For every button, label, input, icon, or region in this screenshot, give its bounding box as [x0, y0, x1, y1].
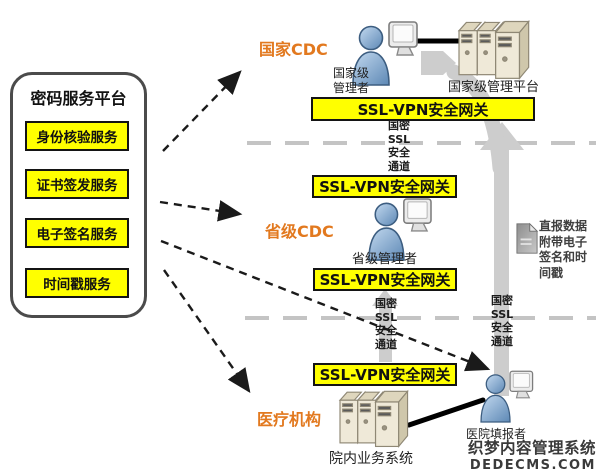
report-document-icon — [516, 222, 538, 255]
service-identity-verify: 身份核验服务 — [25, 121, 129, 151]
national-cdc-title: 国家CDC — [259, 40, 328, 59]
hospital-server-stack-icon — [326, 386, 418, 450]
connector-system-reporter — [406, 397, 486, 428]
ssl-vpn-gateway-1: SSL-VPN安全网关 — [311, 97, 535, 121]
watermark-text: 织梦内容管理系统 — [467, 439, 596, 457]
hospital-reporter-icon — [477, 368, 535, 426]
watermark: 织梦内容管理系统 DEDECMS.COM — [464, 436, 596, 473]
dashed-arrow-reporter — [160, 239, 491, 372]
report-data-note: 直报数据 附带电子 签名和时 间戳 — [539, 219, 588, 280]
national-admin-label: 国家级 管理者 — [333, 66, 370, 95]
service-cert-issue: 证书签发服务 — [25, 169, 129, 199]
platform-title: 密码服务平台 — [30, 89, 127, 108]
national-platform-label: 国家级管理平台 — [448, 80, 540, 95]
crypto-platform-panel: 密码服务平台 身份核验服务 证书签发服务 电子签名服务 时间戳服务 — [10, 72, 147, 318]
watermark-domain: DEDECMS.COM — [469, 458, 596, 473]
hospital-title: 医疗机构 — [257, 410, 322, 429]
ssl-vpn-gateway-2: SSL-VPN安全网关 — [312, 175, 457, 198]
up-arrow-icon — [372, 289, 398, 362]
dashed-arrow-national — [162, 70, 242, 152]
swoosh-arrow-head — [421, 51, 456, 75]
provincial-admin-label: 省级管理者 — [352, 252, 418, 267]
dashed-arrow-provincial — [159, 200, 243, 222]
service-timestamp: 时间戳服务 — [25, 268, 129, 298]
hospital-system-label: 院内业务系统 — [329, 451, 413, 467]
ssl-vpn-gateway-3: SSL-VPN安全网关 — [313, 268, 457, 291]
hospital-reporter-label: 医院填报者 — [466, 427, 527, 441]
dashed-arrow-hospital — [163, 269, 251, 393]
ssl-vpn-gateway-4: SSL-VPN安全网关 — [313, 363, 457, 386]
service-e-signature: 电子签名服务 — [25, 218, 129, 248]
national-server-stack-icon — [448, 16, 536, 82]
provincial-cdc-title: 省级CDC — [265, 222, 334, 241]
